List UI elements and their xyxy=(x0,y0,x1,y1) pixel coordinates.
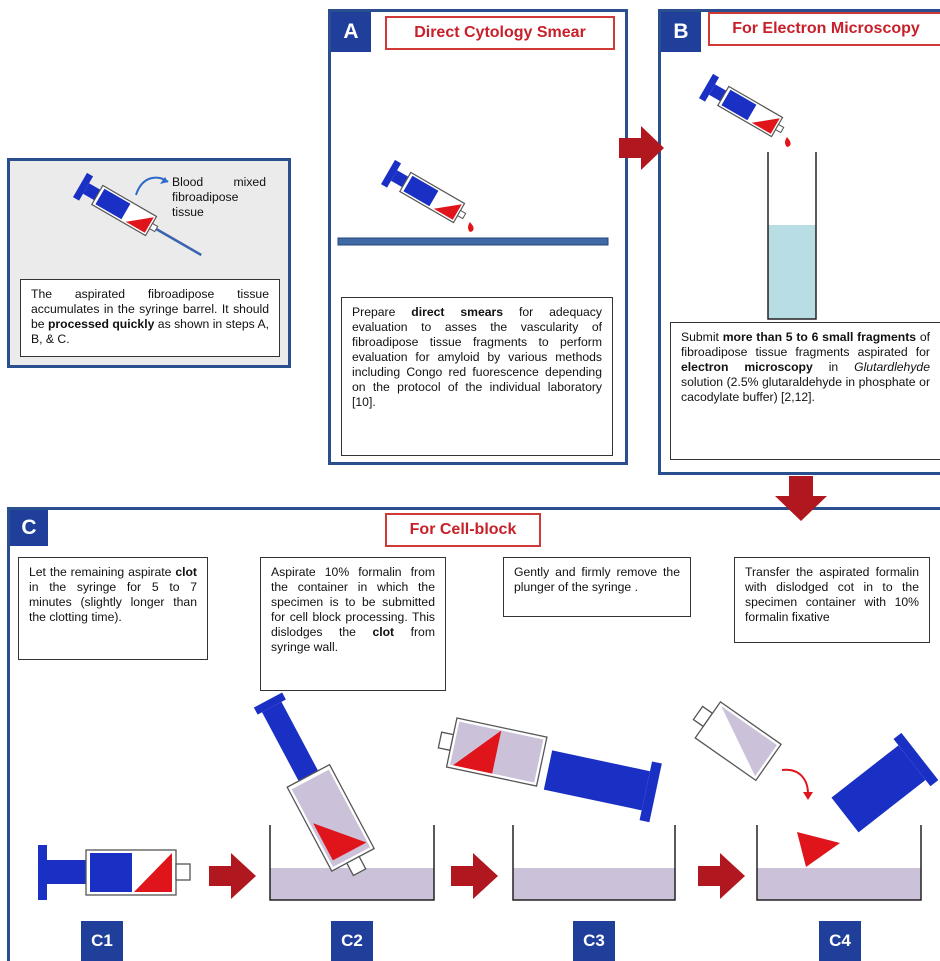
glass-slide-icon xyxy=(337,237,609,246)
panel-b-text-2: of fibroadipose tissue fragments aspirat… xyxy=(681,330,930,359)
label-c3: C3 xyxy=(573,921,615,961)
step-c2-text-2: from syringe wall. xyxy=(271,625,435,654)
clot-icon xyxy=(797,832,840,867)
curved-arrow-icon xyxy=(781,768,809,795)
syringe-icon xyxy=(72,172,202,257)
panel-b-tag: B xyxy=(661,12,701,52)
step-c2-text-bold: clot xyxy=(372,625,395,639)
arrow-right-icon xyxy=(698,853,745,899)
container-icon xyxy=(756,825,922,901)
panel-a-text: Prepare direct smears for adequacy evalu… xyxy=(341,297,613,456)
step-c1-text-2: in the syringe for 5 to 7 minutes (sligh… xyxy=(29,580,197,624)
panel-c-tag: C xyxy=(10,510,48,546)
intro-text-bold: processed quickly xyxy=(47,317,155,331)
panel-b-text-bold-2: electron microscopy xyxy=(681,360,813,374)
syringe-icon xyxy=(698,73,790,143)
panel-b-text-3: in xyxy=(812,360,855,374)
arrow-right-icon xyxy=(451,853,498,899)
panel-b-title: For Electron Microscopy xyxy=(708,12,940,46)
step-c1-text-bold: clot xyxy=(175,565,197,579)
panel-b-text-1: Submit xyxy=(681,330,723,344)
panel-c-title: For Cell-block xyxy=(385,513,541,547)
panel-b-text-bold-1: more than 5 to 6 small fragments xyxy=(722,330,917,344)
panel-b-text: Submit more than 5 to 6 small fragments … xyxy=(670,322,940,460)
arrow-right-icon xyxy=(619,126,664,170)
syringe-icon xyxy=(831,732,939,833)
syringe-icon xyxy=(38,845,191,900)
intro-label: Blood mixed fibroadipose tissue xyxy=(172,175,266,219)
syringe-icon xyxy=(692,700,782,782)
container-icon xyxy=(767,152,817,320)
blood-drop-icon xyxy=(468,222,474,232)
blood-drop-icon xyxy=(785,137,791,147)
step-c1-text: Let the remaining aspirate clot in the s… xyxy=(18,557,208,660)
step-c3-text: Gently and firmly remove the plunger of … xyxy=(503,557,691,617)
syringe-icon xyxy=(380,159,472,229)
panel-a-tag: A xyxy=(331,12,371,52)
label-c1: C1 xyxy=(81,921,123,961)
label-c2: C2 xyxy=(331,921,373,961)
syringe-icon xyxy=(543,750,662,823)
panel-a-text-2: for adequacy evaluation to asses the vas… xyxy=(352,305,602,409)
step-c2-text-1: Aspirate 10% formalin from the container… xyxy=(271,565,435,639)
step-c1-text-1: Let the remaining aspirate xyxy=(29,565,176,579)
container-icon xyxy=(512,825,676,901)
intro-text-a: The aspirated fibroadipose tissue accumu… xyxy=(31,287,269,331)
intro-text-b: as shown in steps A, B, & C. xyxy=(31,317,269,346)
step-c4-text: Transfer the aspirated formalin with dis… xyxy=(734,557,930,643)
panel-b-text-4: solution (2.5% glutaraldehyde in phospha… xyxy=(681,375,930,404)
intro-text: The aspirated fibroadipose tissue accumu… xyxy=(20,279,280,357)
syringe-icon xyxy=(253,692,376,877)
panel-a-text-bold: direct smears xyxy=(411,305,504,319)
label-c4: C4 xyxy=(819,921,861,961)
step-c2-text: Aspirate 10% formalin from the container… xyxy=(260,557,446,691)
syringe-icon xyxy=(437,717,548,787)
arrow-down-icon xyxy=(775,476,827,521)
panel-a-text-1: Prepare xyxy=(352,305,412,319)
panel-b-text-italic: Glutardlehyde xyxy=(854,360,930,374)
panel-a-title: Direct Cytology Smear xyxy=(385,16,615,50)
arrow-right-icon xyxy=(209,853,256,899)
